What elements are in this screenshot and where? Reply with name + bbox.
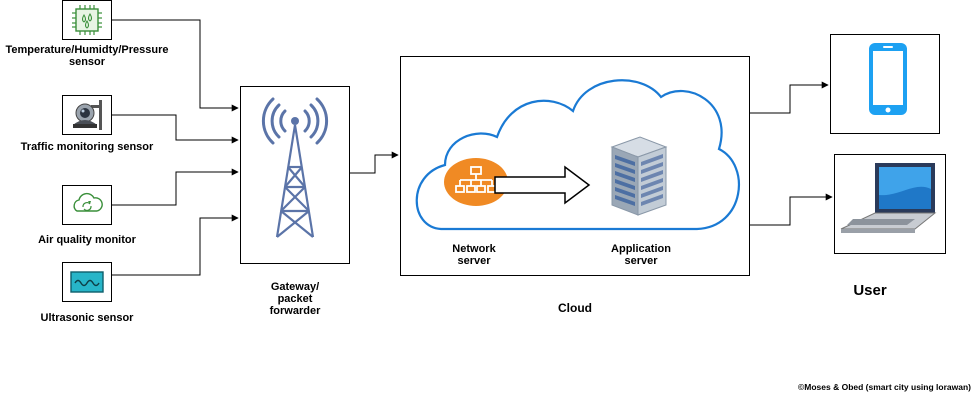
gateway-label-line1: Gateway/ [270, 281, 320, 293]
traffic-sensor-label-line1: Traffic monitoring sensor [20, 141, 154, 153]
ultrasonic-sensor-label-line1: Ultrasonic sensor [40, 312, 134, 324]
user-label-text: User [853, 282, 887, 299]
laptop-icon [840, 163, 937, 233]
network-server-node [443, 157, 509, 207]
data-flow-arrow [493, 165, 593, 210]
temperature-sensor-label-line1: Temperature/Humidty/Pressure [5, 44, 169, 56]
network-server-label: Network server [429, 243, 519, 267]
network-server-label-line1: Network [452, 243, 496, 255]
application-server-label: Application server [591, 243, 691, 267]
copyright-note: ©Moses & Obed (smart city using lorawan) [798, 382, 971, 392]
chip-sensor-icon [72, 5, 102, 35]
wire-traffic-to-gateway [112, 114, 239, 144]
temperature-sensor-label: Temperature/Humidty/Pressure sensor [2, 44, 172, 68]
gateway-label-line2: packet [277, 293, 313, 305]
cloud-label-text: Cloud [558, 301, 592, 315]
application-server-label-line2: server [624, 255, 658, 267]
antenna-tower-icon [261, 97, 329, 238]
server-rack-icon [610, 136, 668, 216]
network-hierarchy-icon [444, 158, 508, 206]
air-quality-label-line1: Air quality monitor [38, 234, 136, 246]
wire-ultrasonic-to-gateway [112, 214, 239, 276]
wire-cloud-to-phone [750, 81, 829, 114]
wire-air-to-gateway [112, 168, 239, 206]
application-server-label-line1: Application [611, 243, 671, 255]
gateway-label-line3: forwarder [269, 305, 321, 317]
air-quality-label: Air quality monitor [2, 234, 172, 246]
right-arrow-icon [494, 165, 591, 205]
smartphone-box [830, 34, 940, 134]
gateway-label: Gateway/ packet forwarder [245, 281, 345, 317]
wire-cloud-to-laptop [750, 193, 833, 226]
application-server-node [606, 133, 672, 217]
traffic-sensor-box [62, 95, 112, 135]
user-label: User [830, 283, 910, 299]
wire-gateway-to-cloud [350, 151, 399, 174]
temperature-sensor-box [62, 0, 112, 40]
traffic-sensor-label: Traffic monitoring sensor [2, 141, 172, 153]
cloud-container: Network server Application server [400, 56, 750, 276]
gateway-box [240, 86, 350, 264]
laptop-box [834, 154, 946, 254]
wave-monitor-icon [70, 271, 104, 293]
camera-icon [73, 100, 102, 130]
temperature-sensor-label-line2: sensor [68, 56, 106, 68]
cloud-label: Cloud [525, 302, 625, 314]
recycle-cloud-icon [73, 192, 103, 212]
smartphone-icon [869, 43, 907, 115]
ultrasonic-sensor-box [62, 262, 112, 302]
ultrasonic-sensor-label: Ultrasonic sensor [2, 312, 172, 324]
network-server-label-line2: server [457, 255, 491, 267]
air-quality-box [62, 185, 112, 225]
